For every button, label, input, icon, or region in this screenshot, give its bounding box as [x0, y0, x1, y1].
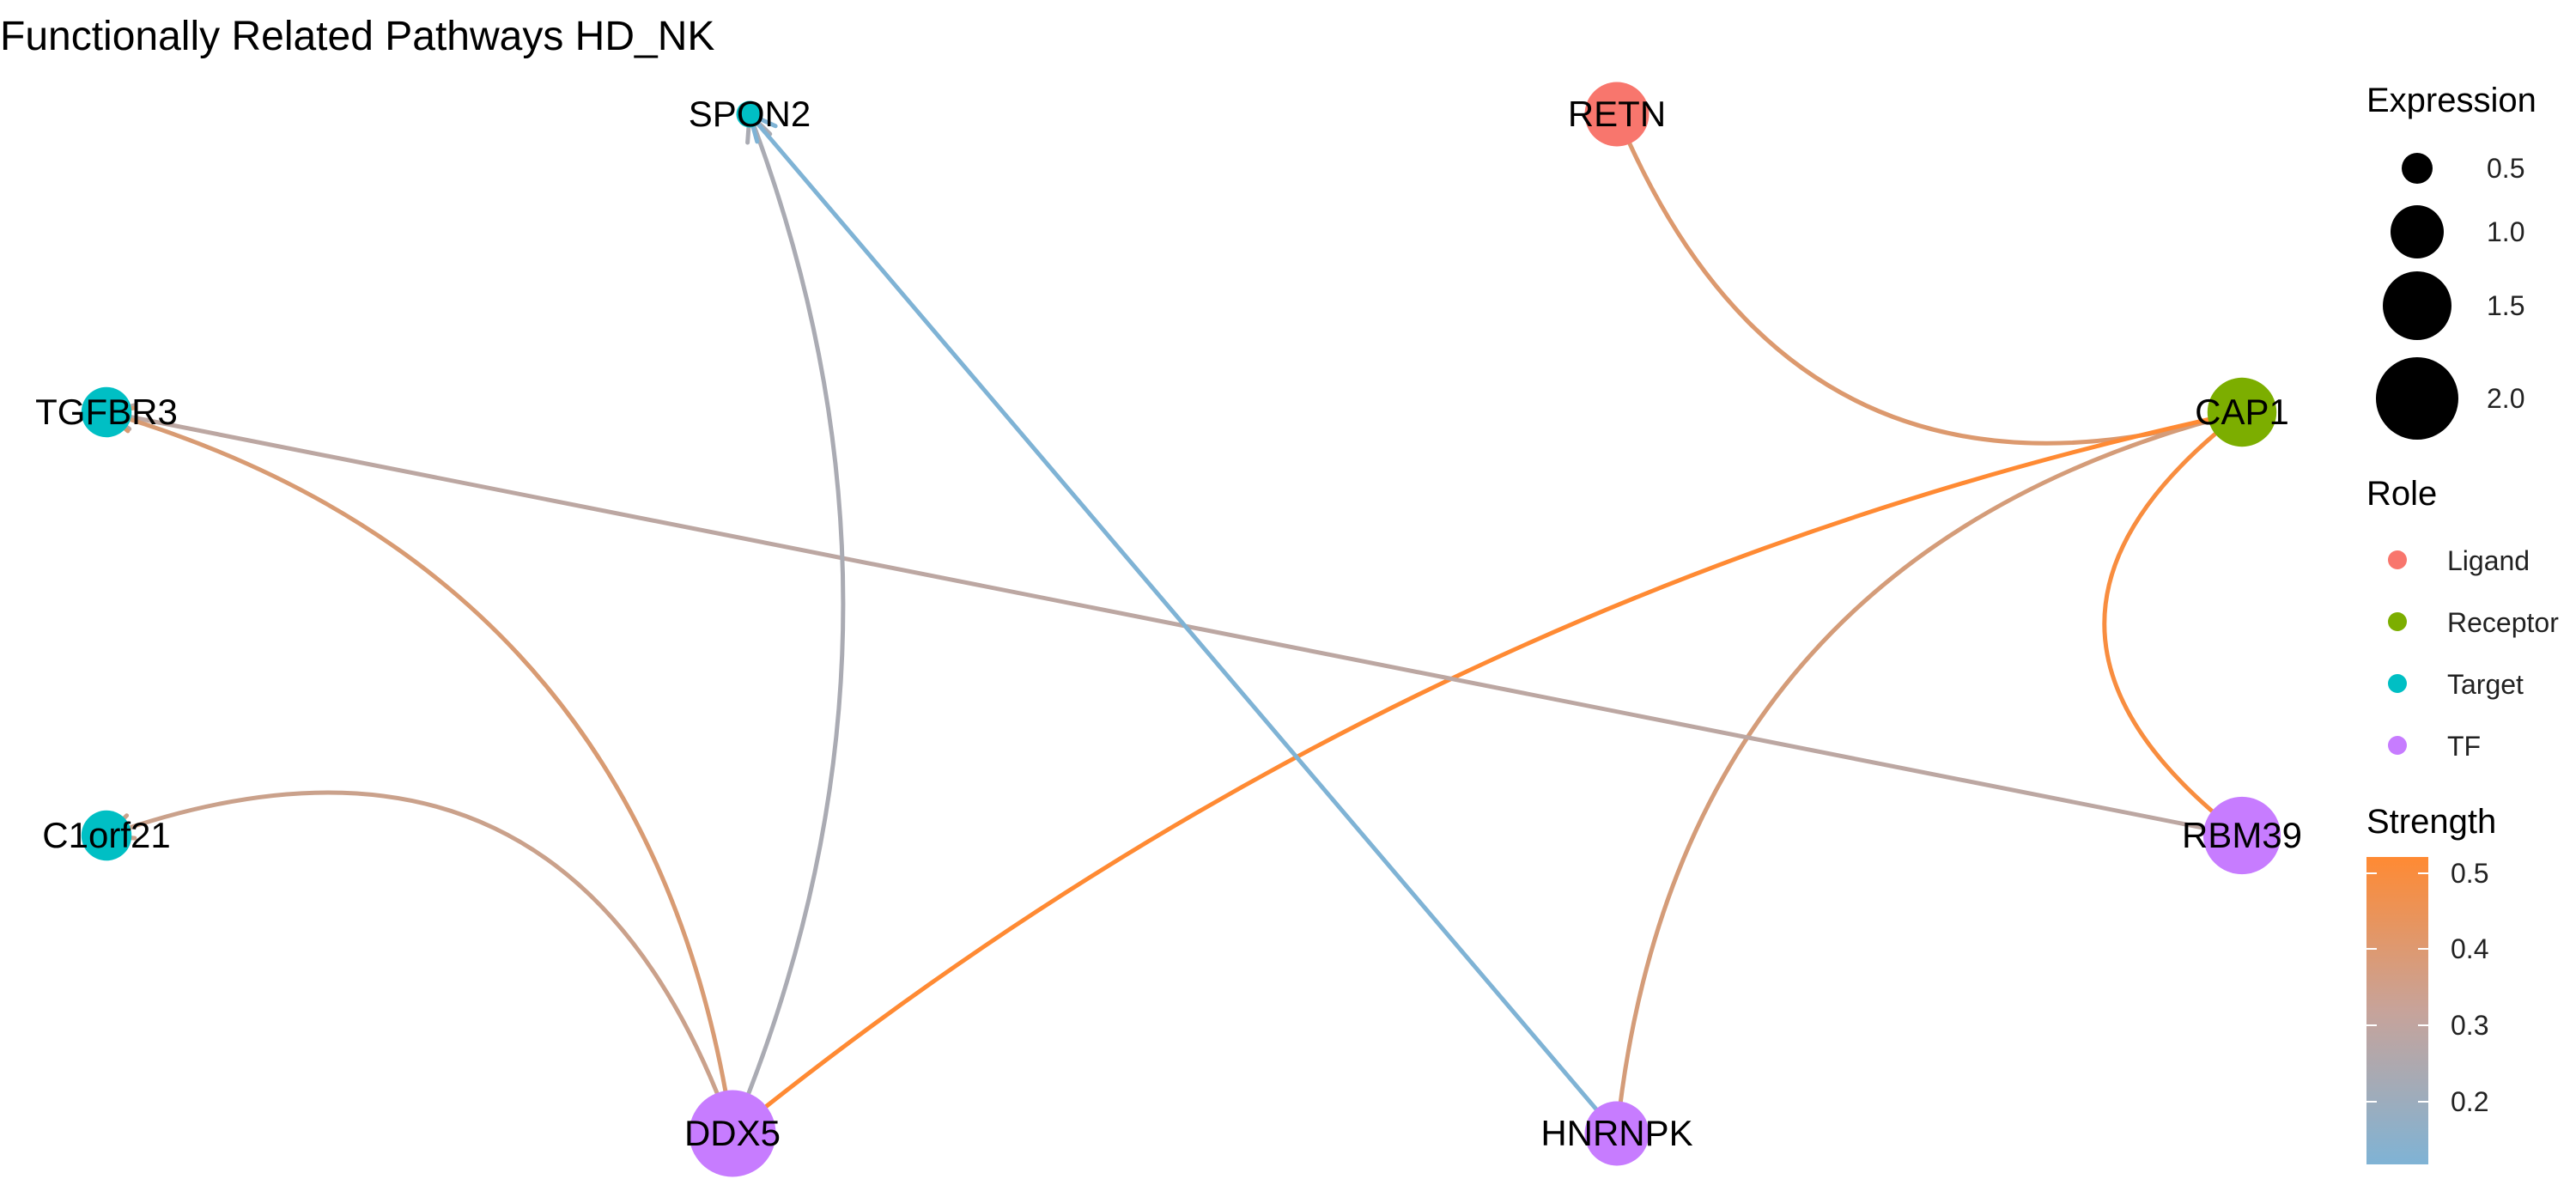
strength-tick-label: 0.2 — [2451, 1086, 2488, 1117]
role-label-ligand: Ligand — [2447, 545, 2530, 576]
node-tgfbr3: TGFBR3 — [35, 386, 178, 438]
role-key-tf — [2388, 736, 2407, 755]
edge-cap1-to-ddx5 — [731, 410, 2243, 1135]
expression-legend-title: Expression — [2366, 82, 2537, 119]
edge-ddx5-to-tgfbr3 — [106, 410, 735, 1134]
node-ddx5: DDX5 — [684, 1090, 781, 1177]
node-c1orf21: C1orf21 — [42, 810, 171, 861]
node-circle-cap1 — [2207, 377, 2277, 447]
strength-tick-label: 0.5 — [2451, 858, 2488, 889]
node-circle-retn — [1584, 82, 1649, 147]
role-label-target: Target — [2447, 669, 2524, 700]
role-key-receptor — [2388, 612, 2407, 631]
node-spon2: SPON2 — [689, 94, 811, 134]
role-key-ligand — [2388, 550, 2407, 569]
node-label-tgfbr3: TGFBR3 — [35, 392, 178, 432]
node-label-spon2: SPON2 — [689, 94, 811, 134]
diagram-title: Functionally Related Pathways HD_NK — [0, 14, 714, 59]
node-circle-ddx5 — [689, 1090, 776, 1177]
expression-value-1: 1.0 — [2487, 216, 2524, 247]
node-circle-tgfbr3 — [81, 386, 132, 438]
node-hnrnpk: HNRNPK — [1540, 1101, 1693, 1166]
node-label-cap1: CAP1 — [2195, 392, 2289, 432]
node-label-retn: RETN — [1568, 94, 1666, 134]
expression-size-key-1 — [2391, 205, 2444, 258]
edge-cap1-to-rbm39 — [2102, 410, 2244, 837]
edge-cap1-to-hnrnpk — [1614, 410, 2243, 1134]
edge-hnrnpk-to-spon2 — [748, 112, 1619, 1135]
node-circle-c1orf21 — [81, 810, 132, 861]
node-label-ddx5: DDX5 — [684, 1113, 781, 1153]
strength-tick-label: 0.3 — [2451, 1010, 2488, 1041]
strength-legend-title: Strength — [2366, 803, 2496, 841]
expression-size-key-2 — [2383, 271, 2451, 340]
expression-value-2: 1.5 — [2487, 290, 2524, 321]
node-rbm39: RBM39 — [2182, 796, 2302, 875]
expression-legend: Expression 0.5 1.0 1.5 2.0 — [2366, 82, 2537, 440]
role-label-tf: TF — [2447, 731, 2481, 762]
expression-size-key-3 — [2376, 357, 2458, 440]
expression-size-key-0 — [2402, 153, 2433, 184]
edge-ddx5-to-spon2 — [730, 113, 846, 1134]
role-label-receptor: Receptor — [2447, 607, 2559, 638]
node-label-c1orf21: C1orf21 — [42, 815, 170, 855]
role-legend-title: Role — [2366, 475, 2437, 513]
strength-tick-label: 0.4 — [2451, 933, 2488, 964]
node-label-hnrnpk: HNRNPK — [1540, 1113, 1692, 1153]
expression-value-3: 2.0 — [2487, 383, 2524, 414]
role-legend: Role Ligand Receptor Target TF — [2366, 475, 2559, 762]
strength-legend: Strength 0.5 0.4 0.3 0.2 — [2366, 803, 2496, 1164]
node-circle-spon2 — [736, 100, 763, 128]
strength-colorbar — [2366, 857, 2428, 1164]
role-key-target — [2388, 674, 2407, 693]
edge-rbm39-to-tgfbr3 — [106, 410, 2243, 838]
node-circle-hnrnpk — [1584, 1101, 1649, 1166]
node-circle-rbm39 — [2202, 796, 2281, 875]
edge-ddx5-to-c1orf21 — [106, 790, 735, 1134]
node-retn: RETN — [1568, 82, 1666, 147]
node-cap1: CAP1 — [2195, 377, 2289, 447]
edge-retn-to-cap1 — [1614, 113, 2243, 446]
node-label-rbm39: RBM39 — [2182, 815, 2302, 855]
edges-layer — [101, 109, 2247, 1139]
expression-value-0: 0.5 — [2487, 153, 2524, 184]
